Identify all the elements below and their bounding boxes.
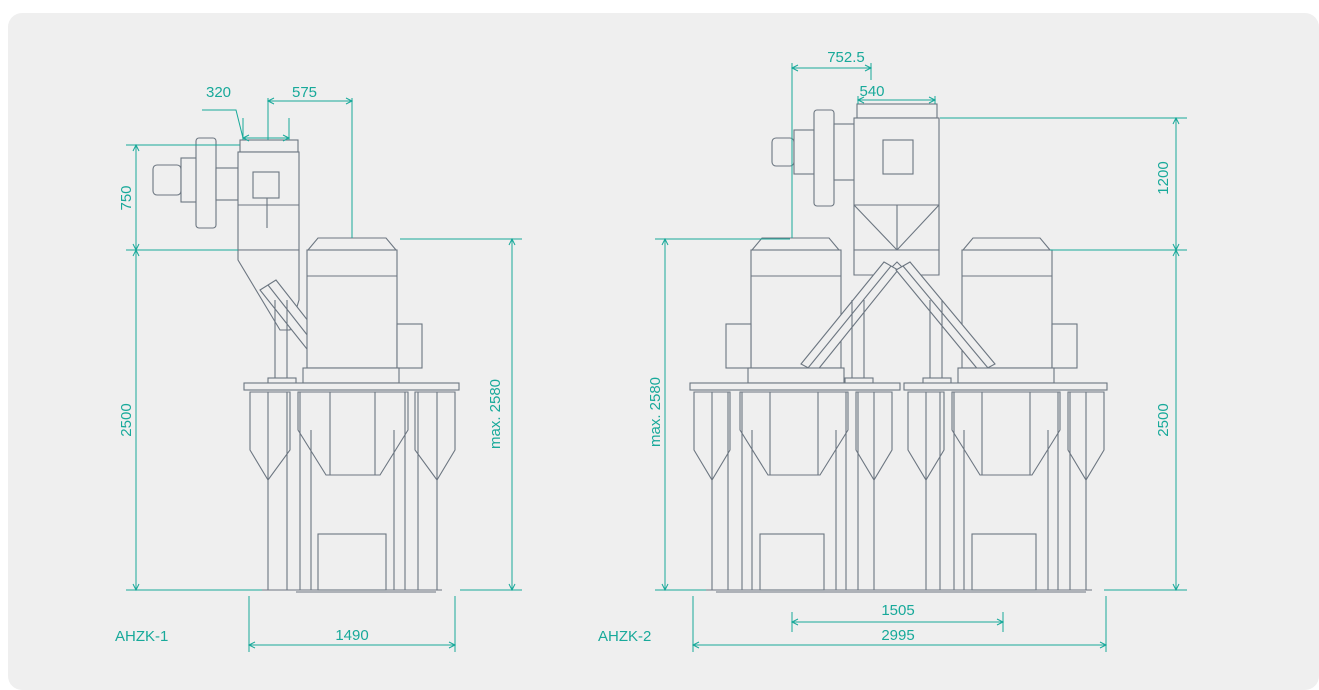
- ahzk-1-label: AHZK-1: [115, 628, 168, 645]
- drawing-panel: [8, 13, 1319, 690]
- ahzk-1-dim-max-2580: max. 2580: [487, 379, 504, 449]
- ahzk-1-dim-2500: 2500: [118, 403, 135, 436]
- ahzk-1-dim-320: 320: [206, 84, 231, 101]
- ahzk-1-dim-750: 750: [118, 185, 135, 210]
- ahzk-2-dim-752-5: 752.5: [827, 49, 865, 66]
- ahzk-2-dim-2500: 2500: [1155, 403, 1172, 436]
- ahzk-1-machine: [152, 137, 460, 593]
- ahzk-1-dimensions: 320 575 750 2500 max. 2580 1490 AHZK-1: [115, 84, 522, 652]
- ahzk-1-dim-575: 575: [292, 84, 317, 101]
- ahzk-2-dim-1505: 1505: [881, 602, 914, 619]
- ahzk-2-label: AHZK-2: [598, 628, 651, 645]
- ahzk-2-dim-1200: 1200: [1155, 161, 1172, 194]
- ahzk-2-dim-2995: 2995: [881, 627, 914, 644]
- ahzk-1-dim-1490: 1490: [335, 627, 368, 644]
- ahzk-2-dim-540: 540: [859, 83, 884, 100]
- ahzk-2-dimensions: 752.5 540 1200 2500 max. 2580 1505 2995 …: [598, 49, 1187, 652]
- ahzk-2-dim-max-2580: max. 2580: [647, 377, 664, 447]
- ahzk-2-machine: [689, 103, 1108, 593]
